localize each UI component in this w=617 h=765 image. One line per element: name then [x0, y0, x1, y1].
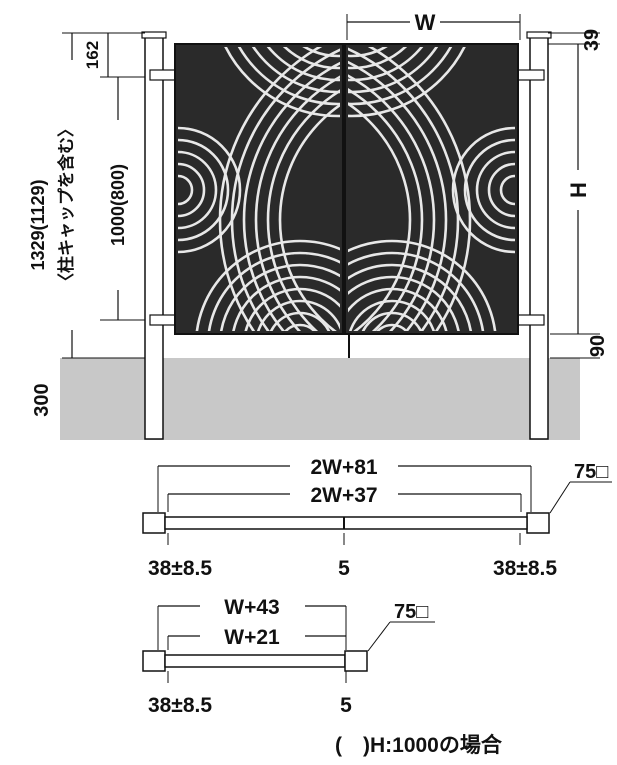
width-dimension: W	[346, 10, 521, 40]
left-total-note: 〈柱キャップを含む〉	[56, 120, 76, 290]
left-top-label: 162	[83, 41, 102, 69]
right-gate-panel	[344, 43, 519, 335]
top-right-label: 39	[581, 29, 603, 51]
plan-double-post-label: 75□	[574, 461, 608, 483]
left-gate-panel	[174, 43, 344, 335]
plan-double-center-gap: 5	[338, 557, 350, 580]
plan-double-inner-label: 2W+37	[310, 484, 377, 507]
plan-single-outer-label: W+43	[224, 596, 279, 619]
plan-single-post-label: 75□	[394, 601, 428, 623]
left-total-label: 1329(1129)	[28, 179, 48, 270]
left-dimensions: 162 1329(1129) 〈柱キャップを含む〉 1000(800) 300	[28, 32, 145, 417]
left-panel-label: 1000(800)	[108, 164, 128, 246]
right-post	[517, 31, 552, 440]
plan-single-gate: W+43 W+21 75□ 38±8.5 5	[142, 596, 435, 717]
plan-single-left-offset: 38±8.5	[148, 694, 212, 717]
right-dimensions: 39 H 90	[548, 29, 609, 359]
bottom-right-label: 90	[587, 335, 609, 357]
plan-double-left-offset: 38±8.5	[148, 557, 212, 580]
height-label: H	[566, 182, 591, 198]
width-label: W	[415, 10, 436, 35]
ground-area	[60, 358, 580, 440]
plan-single-gap: 5	[340, 694, 352, 717]
plan-single-inner-label: W+21	[224, 626, 280, 649]
plan-double-right-offset: 38±8.5	[493, 557, 557, 580]
plan-double-outer-label: 2W+81	[310, 456, 377, 479]
plan-double-gate: 2W+81 2W+37 75□ 38±8.5 5 38±8.5	[142, 456, 612, 580]
footnote: ( )H:1000の場合	[335, 733, 503, 757]
left-post	[141, 31, 177, 440]
ground-label: 300	[31, 383, 53, 416]
